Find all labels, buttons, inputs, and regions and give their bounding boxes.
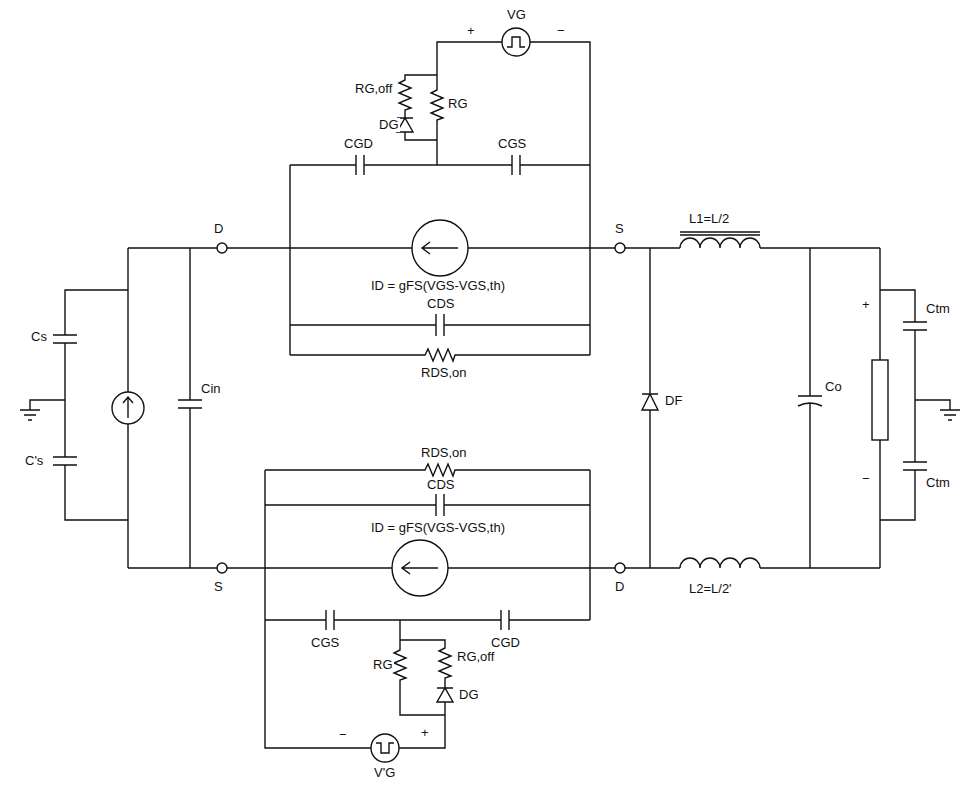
component-label: + bbox=[420, 726, 430, 740]
component-label: CDS bbox=[426, 297, 455, 311]
component-label: D bbox=[614, 580, 625, 594]
component-label: RDS,on bbox=[420, 366, 468, 380]
component-label: RG,off bbox=[354, 82, 393, 96]
component-label: Ctm bbox=[925, 302, 951, 316]
component-label: C's bbox=[24, 454, 44, 468]
component-label: − bbox=[556, 24, 566, 38]
component-label: DG bbox=[458, 688, 480, 702]
component-label: S bbox=[614, 222, 625, 236]
component-label: RG bbox=[372, 658, 394, 672]
component-label: DG bbox=[378, 118, 400, 132]
component-label: DF bbox=[664, 394, 683, 408]
component-label: D bbox=[213, 222, 224, 236]
component-label: CGS bbox=[497, 137, 527, 151]
component-label: + bbox=[861, 298, 871, 312]
component-label: Co bbox=[824, 380, 843, 394]
component-label: ID = gFS(VGS-VGS,th) bbox=[370, 521, 506, 535]
component-label: CGD bbox=[490, 636, 521, 650]
component-label: RG,off bbox=[456, 650, 495, 664]
component-label: RG bbox=[447, 97, 469, 111]
component-label: Cin bbox=[200, 382, 222, 396]
component-label: + bbox=[466, 24, 476, 38]
wires bbox=[20, 28, 960, 762]
component-label: S bbox=[213, 580, 224, 594]
component-label: L1=L/2 bbox=[688, 212, 730, 226]
component-label: Cs bbox=[30, 330, 48, 344]
component-label: CGS bbox=[310, 636, 340, 650]
component-label: − bbox=[861, 472, 871, 486]
component-label: CDS bbox=[426, 478, 455, 492]
component-label: Ctm bbox=[925, 476, 951, 490]
component-label: RDS,on bbox=[420, 446, 468, 460]
component-label: CGD bbox=[343, 137, 374, 151]
component-label: L2=L/2' bbox=[688, 582, 733, 596]
component-label: VG bbox=[506, 8, 527, 22]
component-label: V'G bbox=[373, 766, 396, 780]
component-label: − bbox=[338, 728, 348, 742]
component-label: ID = gFS(VGS-VGS,th) bbox=[370, 279, 506, 293]
